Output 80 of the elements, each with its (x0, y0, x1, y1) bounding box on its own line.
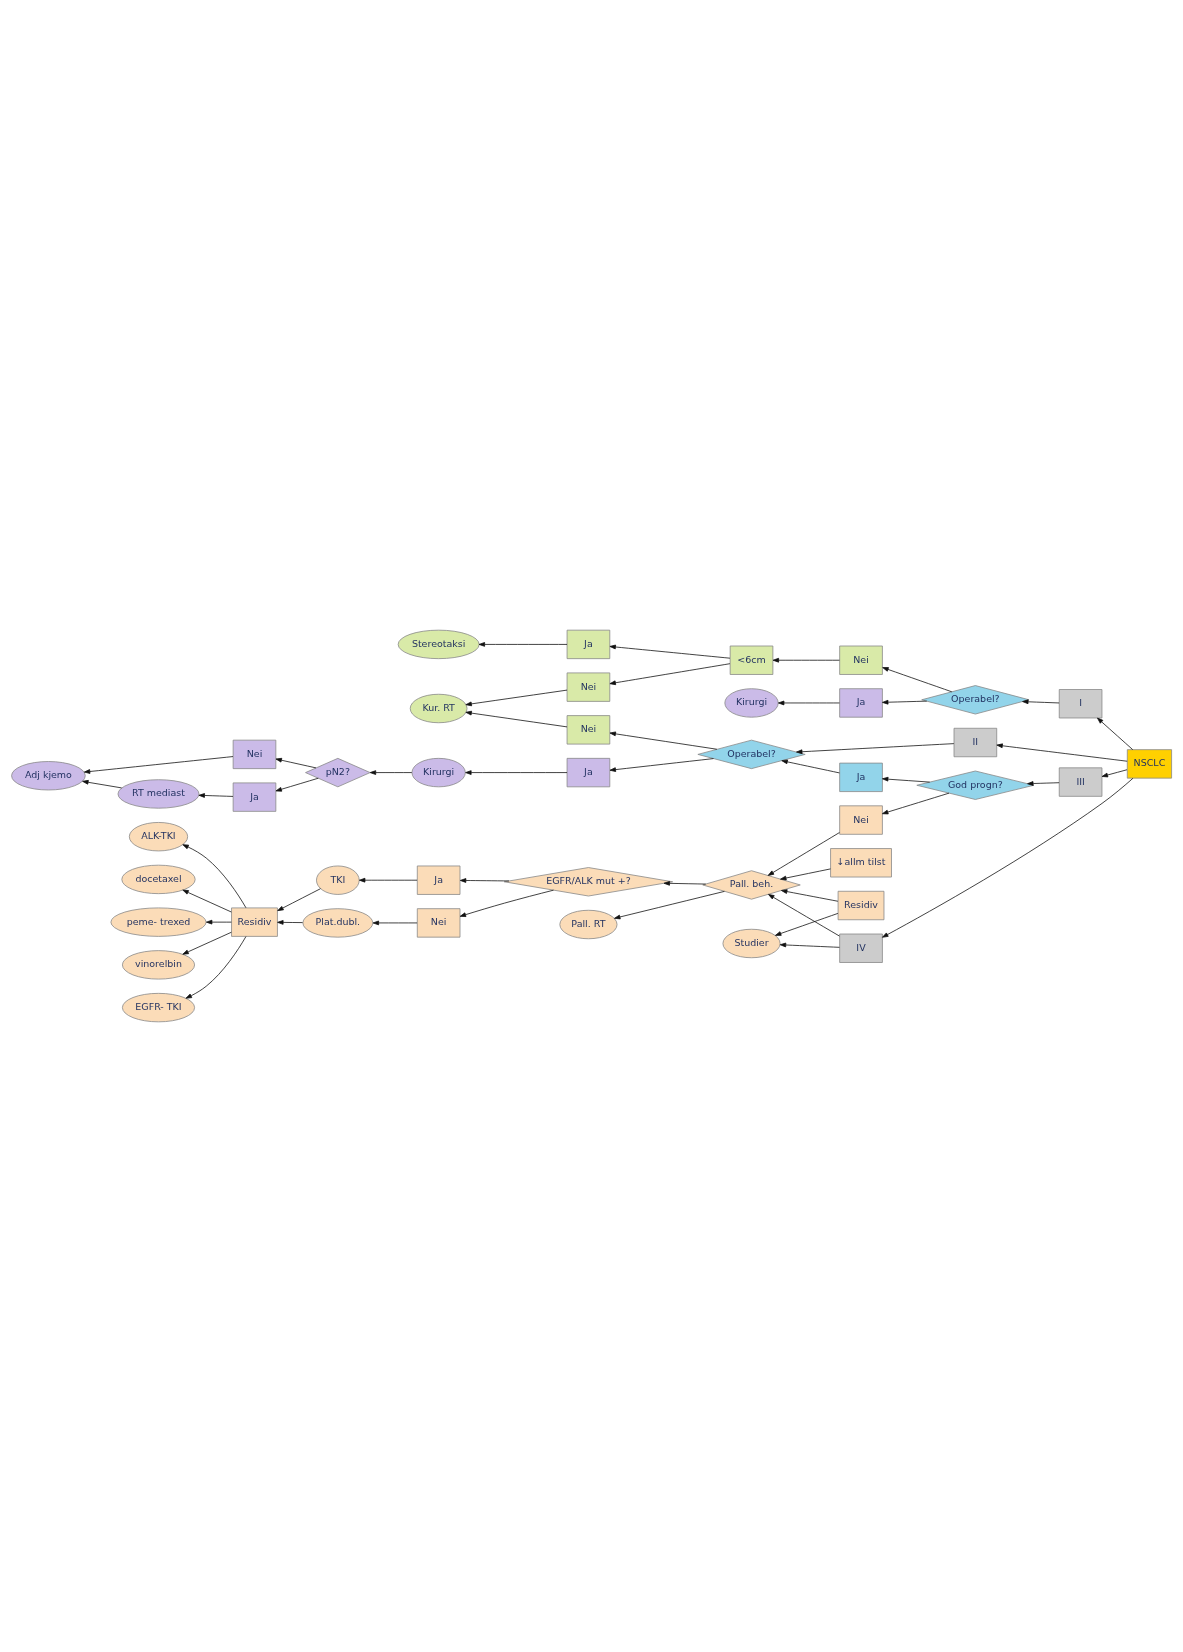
arrow (882, 777, 1134, 938)
node-box: III (1058, 767, 1103, 797)
arrow (182, 844, 247, 909)
arrow (778, 700, 840, 706)
arrow (882, 792, 950, 815)
node-box: Nei (839, 645, 883, 675)
arrow (277, 920, 303, 925)
node-ellipse: Kirurgi (411, 757, 466, 788)
arrow (198, 793, 234, 798)
node-box: Nei (839, 805, 883, 835)
node-box: II (953, 727, 998, 758)
arrow (206, 919, 232, 925)
arrow (1022, 699, 1060, 705)
arrow (663, 881, 707, 886)
arrow (459, 878, 510, 883)
arrow (275, 777, 319, 792)
arrow (459, 889, 554, 917)
arrow (996, 743, 1128, 762)
arrow (478, 642, 568, 647)
node-ellipse: Plat.dubl. (302, 908, 374, 938)
arrow (369, 770, 413, 775)
arrow (185, 936, 247, 999)
node-box: Ja (839, 762, 883, 792)
arrow (614, 891, 725, 920)
arrow (465, 689, 568, 707)
arrow (275, 757, 317, 769)
arrow (609, 663, 731, 686)
node-box: Ja (416, 865, 461, 895)
arrow (882, 667, 953, 693)
node-box: Nei (566, 672, 611, 702)
arrow (465, 770, 568, 775)
node-box: I (1058, 689, 1103, 719)
node-box: <6cm (729, 645, 774, 675)
node-box: Ja (839, 688, 883, 718)
arrow (1097, 717, 1134, 751)
arrow (779, 942, 840, 948)
node-ellipse: Pall. RT (559, 909, 618, 940)
node-box: Ja (566, 757, 611, 788)
arrow (796, 743, 955, 755)
arrow (609, 731, 718, 750)
node-ellipse: TKI (316, 865, 360, 895)
node-box: NSCLC (1126, 749, 1172, 779)
node-box: ↓allm tilst (830, 848, 892, 878)
arrow (182, 889, 232, 913)
node-ellipse: Stereotaksi (397, 629, 480, 660)
arrow (768, 894, 840, 937)
arrow (882, 699, 928, 705)
arrow (277, 888, 321, 912)
node-box: Ja (232, 782, 277, 812)
arrow (465, 710, 568, 728)
node-box: Residiv (231, 907, 278, 937)
node-ellipse: Adj kjemo (11, 761, 86, 791)
node-diamond: pN2? (305, 757, 371, 788)
arrow (781, 759, 840, 774)
arrow (1027, 781, 1060, 786)
node-ellipse: Kirurgi (724, 688, 779, 718)
arrow (83, 756, 234, 774)
arrow (772, 657, 840, 663)
arrow (372, 920, 418, 926)
arrow (609, 644, 731, 659)
node-box: Residiv (837, 890, 885, 921)
node-ellipse: RT mediast (117, 779, 200, 809)
node-box: IV (839, 933, 883, 963)
node-ellipse: Kur. RT (409, 693, 468, 724)
arrow (359, 877, 418, 883)
arrow (182, 931, 232, 955)
node-box: Nei (232, 739, 277, 770)
arrow (780, 868, 831, 881)
node-box: Nei (416, 908, 461, 938)
node-diamond: EGFR/ALK mut +? (503, 867, 674, 897)
arrow (609, 758, 714, 772)
node-box: Ja (566, 629, 611, 660)
node-box: Nei (566, 715, 611, 745)
arrow (1101, 769, 1128, 778)
arrow (82, 779, 122, 789)
arrow (775, 913, 839, 936)
arrow (882, 776, 931, 783)
arrow (781, 889, 839, 902)
arrow (767, 832, 840, 876)
node-ellipse: peme- trexed (110, 907, 207, 937)
